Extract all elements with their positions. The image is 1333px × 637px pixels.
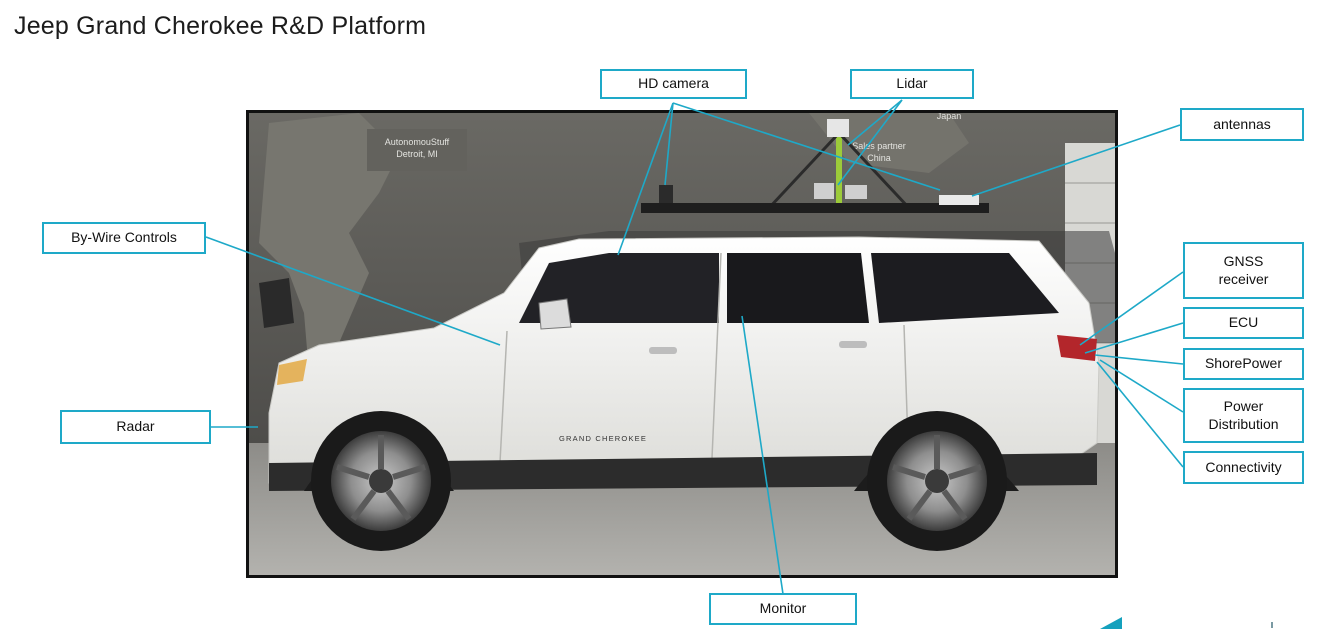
- wall-plate: [367, 129, 467, 171]
- vehicle-badge: GRAND CHEROKEE: [559, 434, 647, 443]
- label-connectivity: Connectivity: [1183, 451, 1304, 484]
- wall-text: Japan: [937, 113, 962, 121]
- tail-light: [1057, 335, 1097, 361]
- label-gnss-line1: GNSS: [1223, 253, 1264, 269]
- label-lidar: Lidar: [850, 69, 974, 99]
- rear-window: [727, 253, 869, 323]
- chair: [259, 278, 294, 328]
- corner-triangle-decoration: [1100, 617, 1122, 629]
- front-wheel: [311, 411, 451, 551]
- label-shorepower: ShorePower: [1183, 348, 1304, 380]
- vehicle-illustration: AutonomouStuff Detroit, MI Japan Sales p…: [249, 113, 1115, 575]
- label-ecu: ECU: [1183, 307, 1304, 339]
- head-light: [277, 359, 307, 385]
- door-handle: [839, 341, 867, 348]
- front-window: [519, 253, 719, 323]
- label-radar: Radar: [60, 410, 211, 444]
- vehicle-photo: AutonomouStuff Detroit, MI Japan Sales p…: [246, 110, 1118, 578]
- antenna-unit: [939, 195, 979, 205]
- label-power-line2: Distribution: [1208, 415, 1279, 432]
- wall-text: China: [867, 153, 891, 163]
- label-hd-camera: HD camera: [600, 69, 747, 99]
- rear-wheel: [867, 411, 1007, 551]
- label-antennas: antennas: [1180, 108, 1304, 141]
- quarter-window: [871, 253, 1059, 323]
- label-gnss-receiver: GNSS receiver: [1183, 242, 1304, 299]
- wall-text: AutonomouStuff: [385, 137, 450, 147]
- label-power-line1: Power: [1223, 398, 1264, 414]
- door-handle: [649, 347, 677, 354]
- roof-rack: [641, 203, 989, 213]
- label-by-wire-controls: By-Wire Controls: [42, 222, 206, 254]
- side-mirror: [538, 298, 572, 330]
- label-power-distribution: Power Distribution: [1183, 388, 1304, 443]
- label-monitor: Monitor: [709, 593, 857, 625]
- door-seam: [710, 252, 722, 482]
- label-gnss-line2: receiver: [1218, 270, 1269, 287]
- door-seam: [498, 330, 508, 482]
- wall-text: Detroit, MI: [396, 149, 438, 159]
- corner-dot-decoration: [1271, 622, 1273, 628]
- wall-text: Sales partner: [852, 141, 906, 151]
- page-title: Jeep Grand Cherokee R&D Platform: [14, 12, 427, 40]
- hd-camera-mount: [659, 185, 673, 203]
